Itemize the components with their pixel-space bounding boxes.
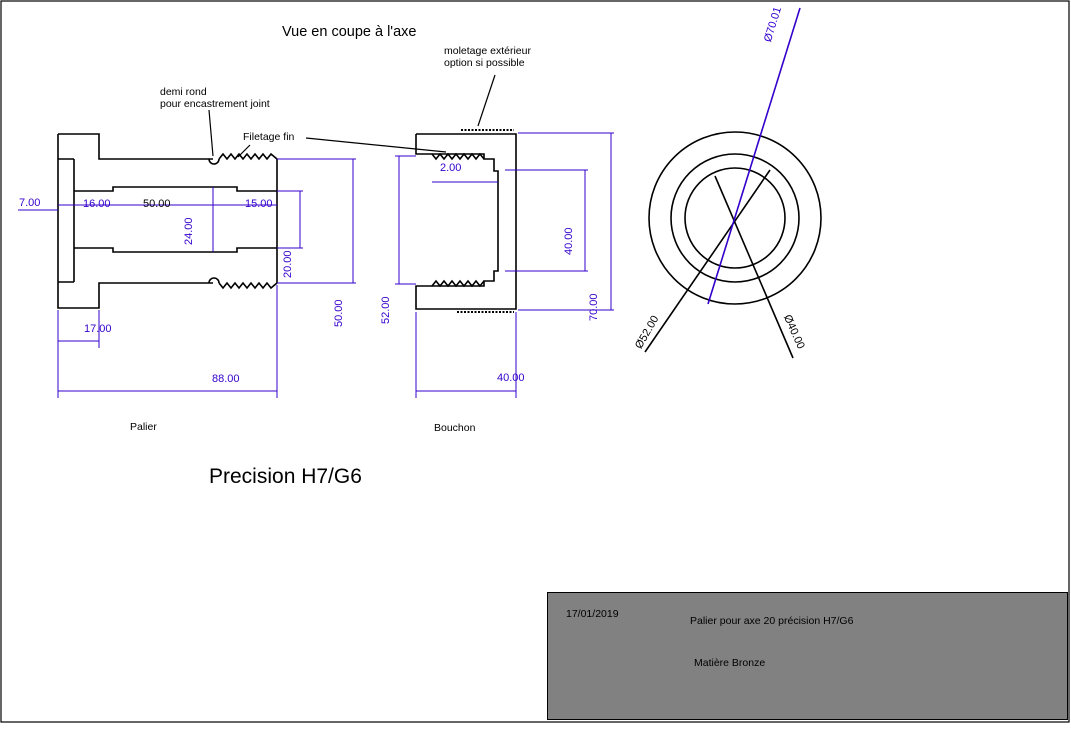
dim-17: 17.00 [84,323,112,335]
note-demi-rond-line1: demi rond [160,86,207,98]
title-block: 17/01/2019 Palier pour axe 20 précision … [547,592,1068,720]
palier-dimension-lines [18,158,356,398]
end-view [644,131,822,359]
dia-70-line [707,7,801,305]
leader-lines [208,74,496,158]
note-demi-rond: demi rond pour encastrement joint [160,86,270,110]
dim-88: 88.00 [212,373,240,385]
bouchon-outline [415,133,517,310]
drawing-title: Vue en coupe à l'axe [282,24,417,40]
note-moletage-line1: moletage extérieur [444,45,531,57]
part-label-bouchon: Bouchon [434,422,476,434]
note-moletage-line2: option si possible [444,57,525,69]
dim-70: 70.00 [588,293,600,321]
part-label-palier: Palier [130,421,157,433]
title-block-description: Palier pour axe 20 précision H7/G6 [690,615,854,627]
dim-15: 15.00 [245,198,273,210]
bouchon-dimension-lines [395,132,614,398]
dim-20: 20.00 [282,250,294,278]
title-block-date: 17/01/2019 [566,608,619,620]
dim-50: 50.00 [333,299,345,327]
note-demi-rond-line2: pour encastrement joint [160,98,270,110]
dim-40-length: 40.00 [497,372,525,384]
dim-52: 52.00 [380,296,392,324]
dim-16: 16.00 [83,198,111,210]
note-filetage: Filetage fin [243,131,295,143]
dim-50-bore: 50.00 [143,198,171,210]
precision-note: Precision H7/G6 [209,465,362,488]
dim-2: 2.00 [440,162,462,174]
knurling-marks [457,129,514,313]
dim-40-inner: 40.00 [563,227,575,255]
dim-7: 7.00 [19,197,41,209]
title-block-material: Matière Bronze [694,657,766,669]
palier-outline [57,133,278,309]
note-moletage: moletage extérieur option si possible [444,45,531,69]
dim-24: 24.00 [183,217,195,245]
